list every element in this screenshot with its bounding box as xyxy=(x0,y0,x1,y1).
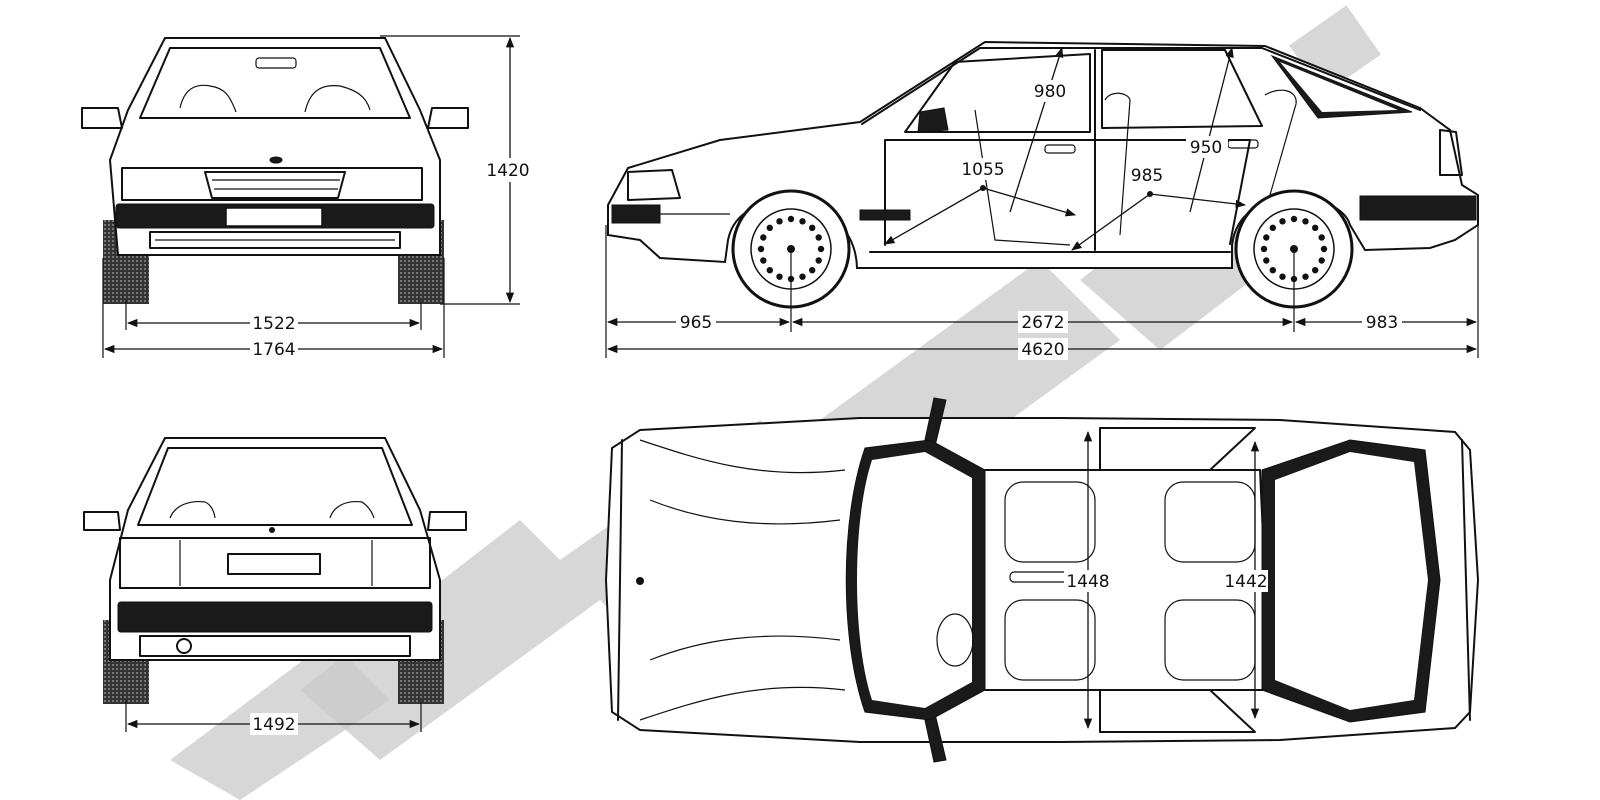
rear-left-mirror xyxy=(83,511,121,531)
wheelbase-label: 2672 xyxy=(1021,313,1064,333)
wheel-vent-dot xyxy=(1263,234,1270,241)
side-interior-dimensions: 980 950 1055 985 xyxy=(884,46,1247,251)
wheel-vent-dot xyxy=(815,234,822,241)
wheel-vent-dot xyxy=(776,273,783,280)
front-side-window xyxy=(904,53,1091,133)
top-left-mirror xyxy=(924,397,947,443)
rear-tail-band xyxy=(119,537,431,589)
side-length-dimensions: 965 2672 983 4620 xyxy=(605,220,1479,360)
rear-track-dimension: 1492 xyxy=(125,700,422,735)
wheel-vent-dot xyxy=(799,218,806,225)
wheel-vent-dot xyxy=(760,234,767,241)
wheel-vent-dot xyxy=(817,245,825,253)
front-right-mirror xyxy=(427,107,469,129)
front-windshield xyxy=(139,47,411,119)
wheel-vents xyxy=(757,215,1328,283)
rear-track-label: 1492 xyxy=(252,715,295,735)
wheel-vent-dot xyxy=(1312,224,1319,231)
wheel-vent-dot xyxy=(1263,257,1270,264)
exhaust-pipe xyxy=(176,638,192,654)
front-track-label: 1522 xyxy=(252,314,295,334)
wheel-vent-dot xyxy=(1269,267,1277,274)
wheel-vent-dot xyxy=(1302,218,1309,225)
wheel-vent-dot xyxy=(787,215,795,223)
wheel-vent-dot xyxy=(776,218,783,225)
front-overhang-label: 965 xyxy=(680,313,712,333)
rear-side-window xyxy=(1101,49,1263,129)
front-width-label: 1764 xyxy=(252,340,295,360)
wheel-vent-dot xyxy=(757,245,765,253)
wheel-vent-dot xyxy=(809,224,816,231)
wheel-vent-dot xyxy=(1269,224,1277,231)
side-mirror xyxy=(917,107,949,133)
front-height-dimension: 1420 xyxy=(380,35,536,305)
wheel-vent-dot xyxy=(1290,215,1298,223)
wheel-vent-dot xyxy=(1312,267,1319,274)
rear-headroom-label: 950 xyxy=(1190,138,1222,158)
wheel-vent-dot xyxy=(1260,245,1268,253)
front-height-label: 1420 xyxy=(486,161,529,181)
wheel-vent-dot xyxy=(766,267,773,274)
wheel-vent-dot xyxy=(1279,273,1286,280)
wheel-vent-dot xyxy=(815,257,822,264)
front-legroom-label: 1055 xyxy=(961,160,1004,180)
wheel-vent-dot xyxy=(809,267,816,274)
top-view xyxy=(604,397,1480,763)
wheel-vent-dot xyxy=(1318,234,1325,241)
rear-shoulder-label: 1442 xyxy=(1224,572,1267,592)
wheel-vent-dot xyxy=(766,224,773,231)
rear-legroom-label: 985 xyxy=(1131,166,1163,186)
overall-length-label: 4620 xyxy=(1021,340,1064,360)
front-grille xyxy=(204,171,346,199)
top-right-mirror xyxy=(924,717,947,763)
front-left-mirror xyxy=(81,107,123,129)
front-lights-band xyxy=(121,167,423,201)
wheel-vent-dot xyxy=(799,273,806,280)
top-interior-dimensions: 1448 1442 xyxy=(1064,430,1268,730)
wheel-vent-dot xyxy=(1279,218,1286,225)
rear-view xyxy=(83,437,467,704)
rear-window xyxy=(137,447,413,526)
wheel-vent-dot xyxy=(1318,257,1325,264)
front-width-dimensions: 1522 1764 xyxy=(102,258,445,360)
top-body xyxy=(604,417,1480,743)
wheel-vent-dot xyxy=(1302,273,1309,280)
front-shoulder-label: 1448 xyxy=(1066,572,1109,592)
rear-right-mirror xyxy=(427,511,467,531)
front-headroom-label: 980 xyxy=(1034,82,1066,102)
wheel-vent-dot xyxy=(760,257,767,264)
rear-bumper xyxy=(117,601,433,633)
front-plate xyxy=(225,207,323,227)
rear-overhang-label: 983 xyxy=(1366,313,1398,333)
wheel-vent-dot xyxy=(1320,245,1328,253)
front-view xyxy=(81,37,469,304)
